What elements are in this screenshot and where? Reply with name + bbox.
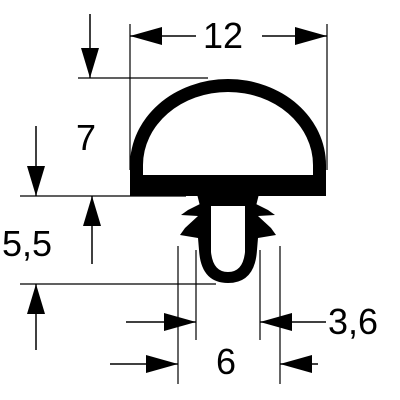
arrow-left-icon: [280, 355, 312, 373]
arrow-up-icon: [27, 284, 45, 314]
arrow-down-icon: [81, 48, 99, 78]
dome-cap: [130, 79, 326, 196]
dimension-neck-width: 3,6: [126, 301, 378, 342]
cap-height-label: 7: [76, 117, 96, 158]
arrow-left-icon: [130, 27, 162, 45]
arrow-right-icon: [295, 27, 327, 45]
extension-lines: [20, 24, 328, 384]
width-top-label: 12: [203, 15, 243, 56]
dimension-stem-height: 5,5: [2, 126, 101, 350]
neck: [196, 190, 260, 206]
arrow-up-icon: [83, 196, 101, 226]
neck-width-label: 3,6: [328, 301, 378, 342]
dimension-foot-width: 6: [110, 341, 318, 382]
dimension-width-top: 12: [130, 15, 327, 56]
arrow-right-icon: [164, 313, 196, 331]
barbed-stem: [180, 204, 276, 283]
arrow-right-icon: [146, 355, 178, 373]
stem-height-label: 5,5: [2, 223, 52, 264]
arrow-down-icon: [27, 166, 45, 196]
dimension-cap-height: 7: [76, 14, 99, 158]
arrow-left-icon: [260, 313, 292, 331]
gasket-profile: [130, 79, 326, 283]
foot-width-label: 6: [216, 341, 236, 382]
